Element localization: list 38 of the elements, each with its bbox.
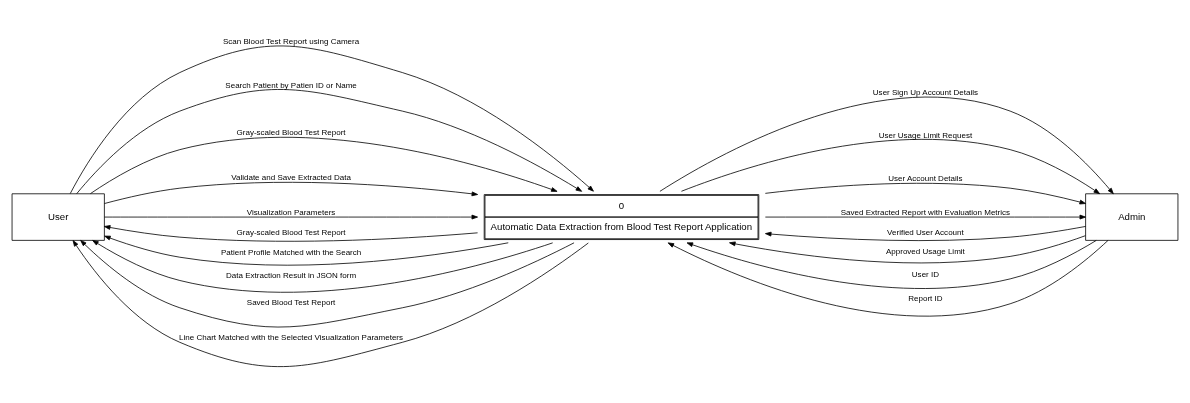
arrow [72,239,589,367]
edge-label: Gray-scaled Blood Test Report [236,227,346,237]
node-box: Admin [1085,192,1179,241]
arrow [104,224,478,242]
edge-label: Line Chart Matched with the Selected Visualization Parameters [179,332,404,342]
arrow [104,235,509,266]
edge-label: Saved Extracted Report with Evaluation Metrics [840,207,1011,217]
arrow [764,214,1086,219]
arrow [667,239,1109,316]
arrow [104,181,479,204]
edge-label: Patient Profile Matched with the Search [220,247,362,257]
arrow [90,136,558,194]
edge-label: Verified User Account [887,227,964,237]
arrow [729,234,1086,263]
arrow [681,138,1100,194]
edge-label: User Sign Up Account Details [872,87,978,97]
edge-label: Validate and Save Extracted Data [231,172,351,182]
edge-label: Visualization Parameters [246,207,336,217]
arrow [764,182,1086,204]
edge-label: Data Extraction Result in JSON form [226,270,357,280]
edge-label: User ID [911,268,940,278]
arrow [92,239,554,293]
edge-label: Gray-scaled Blood Test Report [236,127,346,137]
arrow [686,239,1097,289]
edge-label: Search Patient by Patien ID or Name [225,80,357,90]
arrow [69,45,594,194]
arrow [659,96,1114,194]
edge-label: Saved Blood Test Report [246,297,336,307]
arrow [765,225,1086,241]
edge-label: User Usage Limit Request [878,130,973,140]
node-box: User [11,192,105,241]
edge-label: Report ID [908,293,943,303]
edge-label: Scan Blood Test Report using Camera [222,36,360,46]
arrow [76,88,583,194]
arrow [104,214,478,219]
arrow [80,239,575,327]
edge-label: User Account Details [888,173,963,183]
edge-label: Approved Usage Limit [885,246,965,256]
